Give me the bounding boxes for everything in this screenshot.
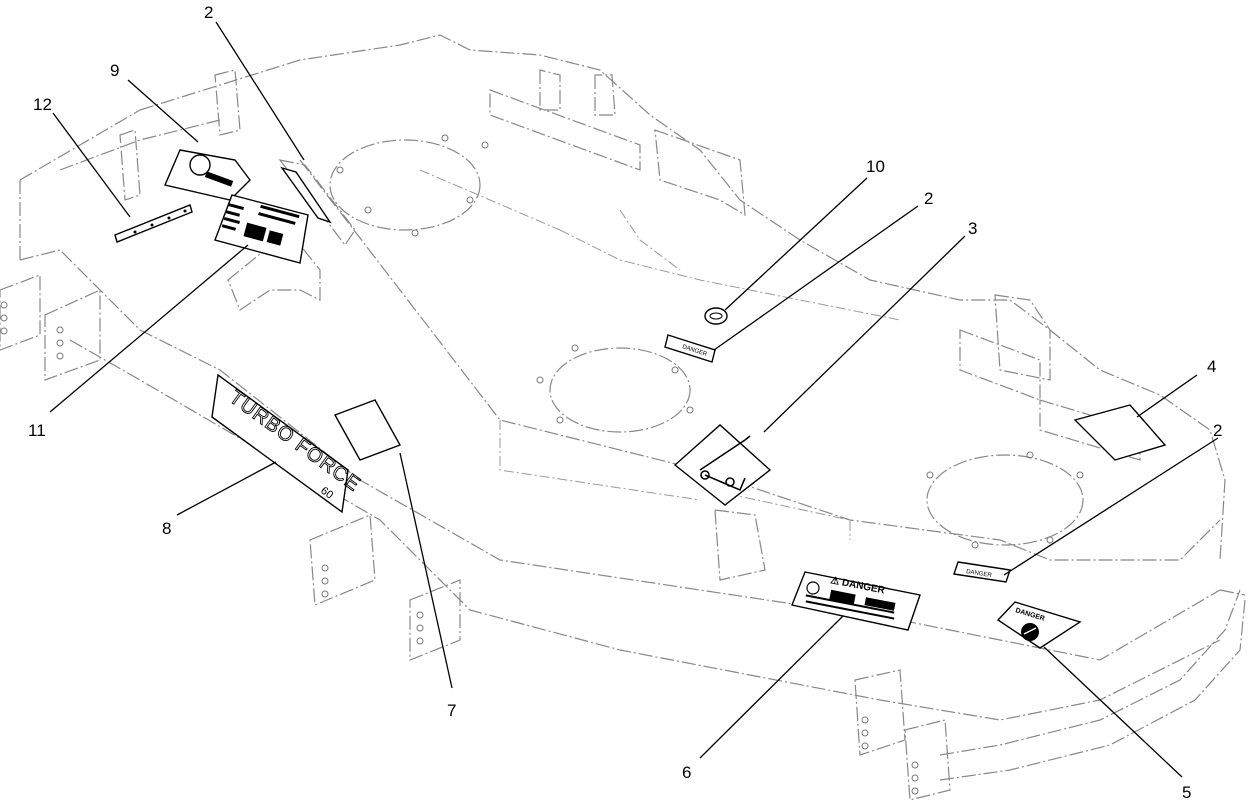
callout-3: 3: [968, 219, 977, 238]
callout-6: 6: [682, 763, 691, 782]
callout-10: 10: [866, 157, 885, 176]
leader-lines: [49, 21, 1219, 778]
decal-8-turbo-force: TURBO FORCE 60: [211, 373, 365, 514]
callout-7: 7: [447, 701, 456, 720]
callout-11: 11: [28, 421, 46, 440]
callout-2-center: 2: [924, 189, 933, 208]
callout-12: 12: [33, 95, 52, 114]
callout-5: 5: [1182, 783, 1191, 802]
decal-9-shield: [164, 149, 251, 201]
callout-numbers: 2 9 12 10 2 3 4 2 11 8 7 6 5: [28, 3, 1222, 802]
decal-10-round: [704, 307, 728, 325]
callout-8: 8: [162, 519, 171, 538]
danger-small-text-front: DANGER: [966, 569, 993, 579]
blade-openings: [329, 139, 1084, 546]
turbo-model-text: 60: [318, 485, 335, 502]
decal-2-danger-front: DANGER: [953, 561, 1011, 583]
decal-4-rectangle: [1073, 404, 1167, 461]
decal-6-danger-large: ⚠ DANGER: [791, 571, 921, 631]
callout-2-right: 2: [1213, 421, 1222, 440]
callout-9: 9: [110, 61, 119, 80]
decal-11-warning-label: [214, 194, 309, 264]
decal-2-danger-left: [280, 166, 332, 224]
decal-5-danger-diamond: DANGER: [996, 601, 1082, 649]
bolt-holes: [0, 134, 1084, 795]
decal-7-square: [333, 399, 402, 461]
mower-deck: [0, 34, 1246, 801]
decal-2-danger-center: DANGER: [664, 334, 716, 363]
decal-12-height-indicator: [114, 204, 193, 243]
callout-2-top-left: 2: [204, 3, 213, 22]
callout-4: 4: [1207, 357, 1216, 376]
decal-3-deflector: [673, 424, 772, 506]
